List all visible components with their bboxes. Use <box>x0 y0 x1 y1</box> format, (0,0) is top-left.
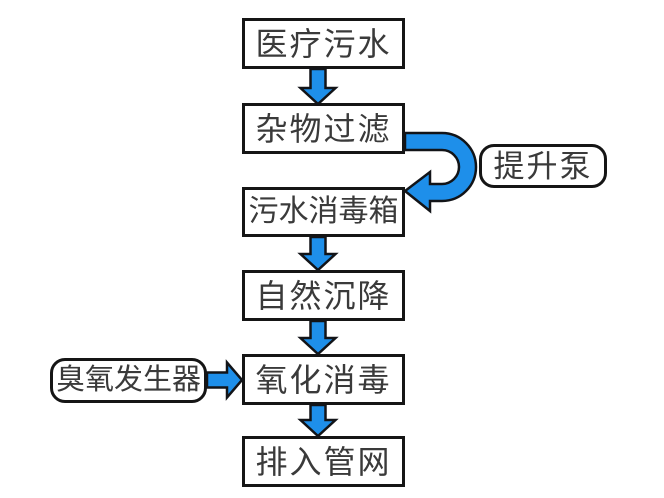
down-arrow-icon <box>297 403 339 438</box>
node-lift-pump: 提升泵 <box>479 144 607 188</box>
down-arrow-icon <box>297 235 339 272</box>
node-ozone-generator: 臭氧发生器 <box>50 358 207 403</box>
u-turn-arrow-icon <box>402 131 478 214</box>
node-medical-wastewater: 医疗污水 <box>242 18 405 69</box>
down-arrow-icon <box>297 319 339 356</box>
right-arrow-icon <box>205 359 244 401</box>
node-debris-filtration: 杂物过滤 <box>242 103 405 154</box>
down-arrow-icon <box>297 67 339 106</box>
node-sewage-disinfection-tank: 污水消毒箱 <box>242 187 405 237</box>
node-discharge-to-pipe-network: 排入管网 <box>242 436 405 487</box>
node-natural-sedimentation: 自然沉降 <box>242 270 405 321</box>
node-oxidation-disinfection: 氧化消毒 <box>242 354 405 405</box>
